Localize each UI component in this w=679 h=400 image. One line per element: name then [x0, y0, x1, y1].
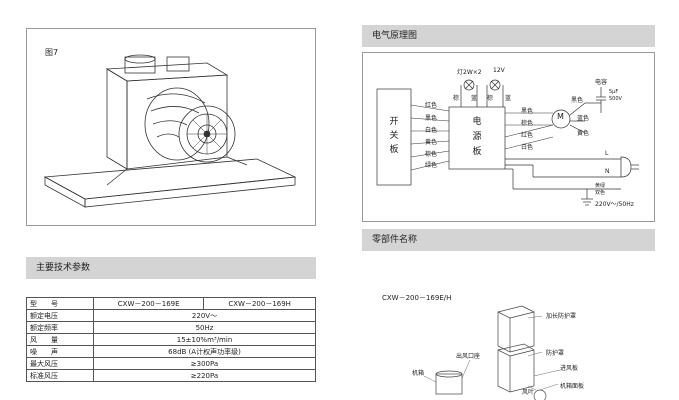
power-board-label: 电 源 板 — [449, 115, 505, 160]
table-cell: 型 号 — [26, 297, 94, 310]
wire-label: 棕 — [453, 95, 460, 102]
table-cell: 最大风压 — [26, 357, 94, 370]
table-row: 额定电压 220V～ — [26, 309, 316, 322]
wire-label: 棕色 — [521, 120, 534, 127]
label-char: 关 — [389, 131, 399, 141]
table-row: 噪 声 68dB (A计权声功率级) — [26, 345, 316, 358]
wire-label: 黄色 — [577, 130, 590, 137]
table-row: 风 量 15±10%m³/min — [26, 333, 316, 346]
wire-label: 棕色 — [425, 151, 438, 158]
label-char: 源 — [472, 132, 482, 142]
section-header-parts: 零部件名称 — [362, 229, 655, 251]
lamp-label: 灯2W×2 — [457, 69, 482, 76]
table-cell: 风 量 — [26, 333, 94, 346]
part-label: 出风口座 — [456, 353, 481, 360]
circuit-panel: 开 关 板 电 源 板 灯2W×2 12V 棕 蓝 棕 蓝 红色 黑色 白色 黄… — [362, 52, 655, 222]
wire-label: 白色 — [521, 144, 534, 151]
table-cell: 68dB (A计权声功率级) — [93, 345, 316, 358]
section-header-electrical: 电气原理图 — [362, 25, 655, 47]
wire-label: 黑色 — [571, 97, 584, 104]
ground-label: 黄绿 — [595, 183, 606, 189]
capacitor-value: 5μF — [609, 89, 619, 95]
wire-label: 绿色 — [425, 162, 438, 169]
table-row: 额定频率 50Hz — [26, 321, 316, 334]
figure-label: 图7 — [45, 48, 59, 57]
label-char: 开 — [389, 117, 399, 127]
wire-label: 红色 — [521, 132, 534, 139]
table-cell: 额定电压 — [26, 309, 94, 322]
wire-label: 棕 — [487, 95, 494, 102]
table-cell: CXW－200－169E — [92, 297, 205, 310]
wire-label: 蓝 — [471, 95, 478, 102]
wire-label: 黑色 — [521, 108, 534, 115]
table-row: 标准风压 ≥220Pa — [26, 369, 316, 382]
wire-label: 蓝 — [505, 95, 512, 102]
supply-label: 220V～/50Hz — [595, 201, 634, 208]
circuit-diagram — [376, 79, 639, 206]
table-cell: CXW－200－169H — [203, 297, 316, 310]
exploded-parts-drawing — [423, 305, 561, 400]
motor-symbol — [551, 109, 571, 129]
part-label: 进风板 — [560, 365, 579, 372]
table-cell: 220V～ — [93, 309, 316, 322]
capacitor-value: 500V — [609, 96, 622, 102]
voltage-12v-label: 12V — [493, 67, 505, 74]
range-hood-drawing — [43, 54, 297, 208]
table-cell: 噪 声 — [26, 345, 94, 358]
table-cell: 额定频率 — [26, 321, 94, 334]
part-label: 加长防护罩 — [546, 313, 577, 320]
table-cell: 15±10%m³/min — [93, 333, 316, 346]
wire-label: 红色 — [425, 102, 438, 109]
switch-board-label: 开 关 板 — [377, 115, 411, 157]
part-label: 机箱 — [412, 370, 425, 377]
motor-label: M — [557, 112, 564, 121]
line-l-label: L — [605, 150, 609, 157]
parts-model-label: CXW－200－169E/H — [382, 294, 452, 302]
wire-label: 白色 — [425, 127, 438, 134]
table-cell: ≥220Pa — [93, 369, 316, 382]
line-n-label: N — [605, 168, 610, 175]
table-cell: ≥300Pa — [93, 357, 316, 370]
switch-board-box — [376, 88, 412, 186]
label-char: 板 — [472, 147, 482, 157]
wire-label: 黄色 — [425, 139, 438, 146]
table-cell: 50Hz — [93, 321, 316, 334]
section-header-specs: 主要技术参数 — [26, 257, 316, 279]
wire-label: 蓝色 — [577, 115, 590, 122]
table-cell: 标准风压 — [26, 369, 94, 382]
part-label: 风叶 — [522, 389, 535, 396]
part-label: 防护罩 — [546, 350, 565, 357]
table-row: 最大风压 ≥300Pa — [26, 357, 316, 370]
figure-panel: 图7 — [26, 28, 316, 226]
capacitor-label: 电容 — [595, 79, 608, 86]
label-char: 电 — [472, 117, 482, 127]
ground-label: 双色 — [595, 190, 606, 196]
spec-table: 型 号 CXW－200－169E CXW－200－169H 额定电压 220V～… — [26, 297, 316, 382]
part-label: 机箱面板 — [560, 383, 585, 390]
wire-label: 黑色 — [425, 115, 438, 122]
label-char: 板 — [389, 145, 399, 155]
table-row: 型 号 CXW－200－169E CXW－200－169H — [26, 297, 316, 310]
